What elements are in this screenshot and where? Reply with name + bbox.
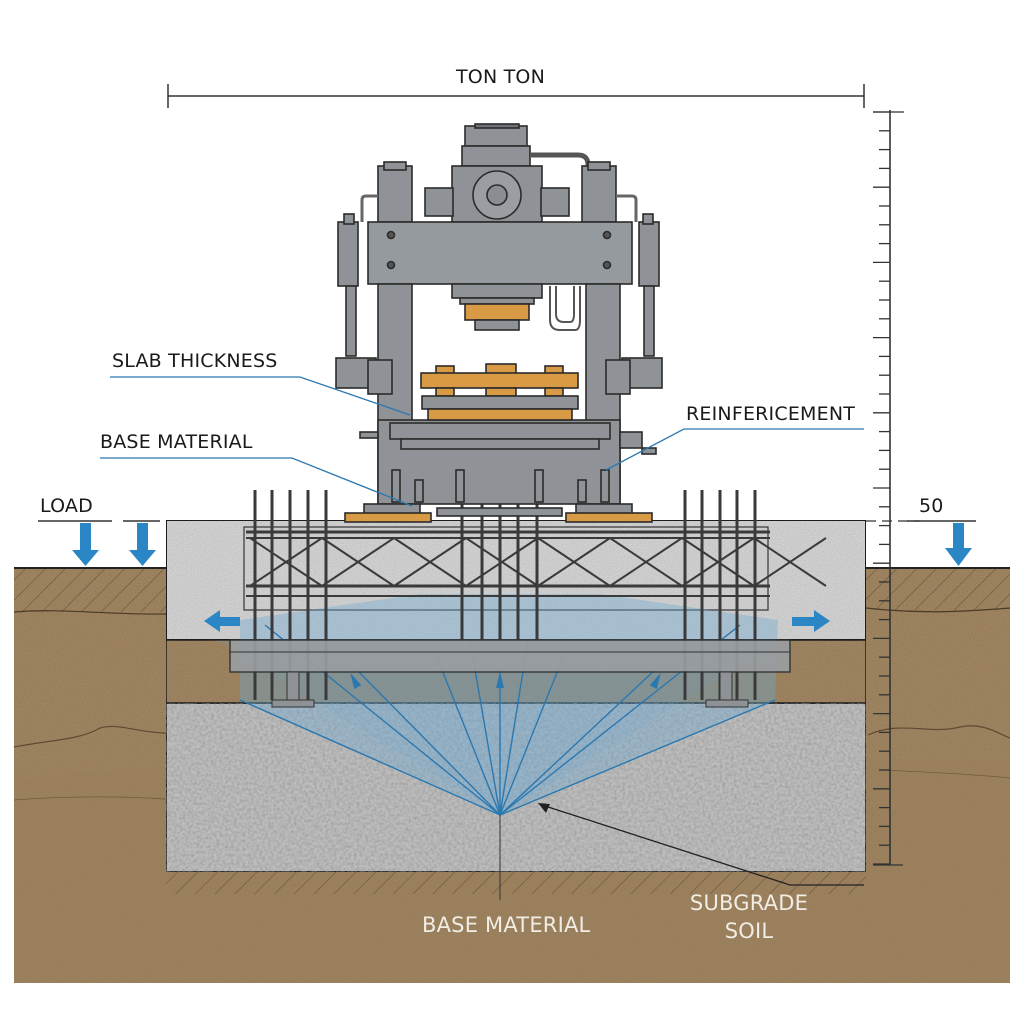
press-machine [335,123,663,523]
stress-arrow-icon [649,672,661,689]
arrow-down-icon [72,523,99,566]
arrow-right-icon [792,610,830,632]
foot-pad-right [565,512,653,523]
arrow-down-icon [945,523,972,566]
top-dimension-line [167,84,865,108]
truss-diagonal [609,537,683,587]
stress-line [239,699,501,816]
truss-diagonal [753,537,827,587]
arrow-down-icon [129,523,156,566]
label-load-value: 50 [919,495,944,517]
foot-pad-left [344,512,432,523]
label-slab-thickness: SLAB THICKNESS [112,350,278,372]
leader-slab-thickness [110,376,411,416]
diagram-title: TON TON [456,66,545,88]
stress-line [499,699,776,816]
leader-arrowhead-icon [538,803,550,813]
ram-pad [464,303,530,321]
stress-arrow-icon [350,672,362,689]
soil-layer-line [867,725,1011,739]
leader-base-material [100,457,413,507]
label-subgrade-soil: SUBGRADE SOIL [676,889,822,945]
label-subgrade-line2: SOIL [724,919,774,943]
label-reinforcement: REINFERICEMENT [686,403,856,425]
leader-lines [100,376,864,886]
support-frame [229,639,791,708]
stress-arrow-icon [496,672,504,688]
truss-diagonal [249,537,323,587]
truss-diagonal [537,537,611,587]
leader-subgrade-soil [544,805,864,886]
truss-diagonal [393,537,467,587]
truss-diagonal [465,537,539,587]
depth-ruler [866,110,920,866]
label-subgrade-line1: SUBGRADE [689,891,809,915]
truss-diagonal [321,537,395,587]
label-base-material-bottom: BASE MATERIAL [422,913,591,937]
stress-line [354,667,501,816]
arrow-left-icon [204,610,240,632]
crossbeam [367,221,633,285]
topsoil-hatch [866,568,1010,610]
label-base-material-top: BASE MATERIAL [100,431,253,453]
topsoil-hatch [14,568,166,612]
stress-line [499,667,658,816]
load-arrows [38,520,976,566]
label-load: LOAD [40,495,93,517]
base-material-gravel [165,702,867,873]
platen-wood [420,372,579,389]
truss-diagonal [681,537,755,587]
soil-layer-line [13,725,181,748]
leader-reinforcement [605,428,864,471]
